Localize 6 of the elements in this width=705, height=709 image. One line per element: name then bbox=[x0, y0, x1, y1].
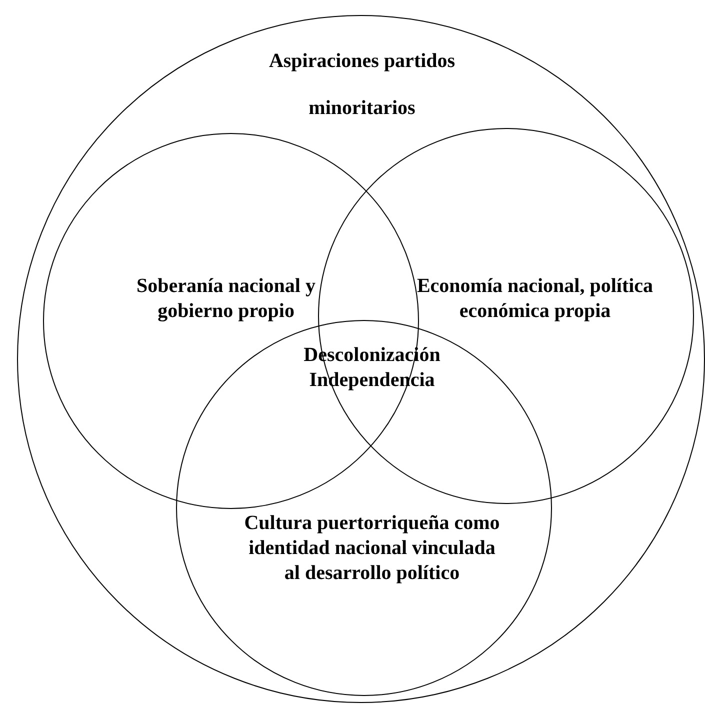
circle-label: Economía nacional, política económica propia bbox=[416, 274, 654, 324]
circle-label: Cultura puertorriqueña como identidad nacional vinculada al desarrollo político bbox=[243, 511, 501, 586]
venn-circle bbox=[176, 320, 552, 696]
venn-circle bbox=[17, 15, 705, 703]
circle-label: Soberanía nacional y gobierno propio bbox=[136, 274, 316, 324]
circle-label: Aspiraciones partidos minoritarios bbox=[268, 49, 456, 121]
